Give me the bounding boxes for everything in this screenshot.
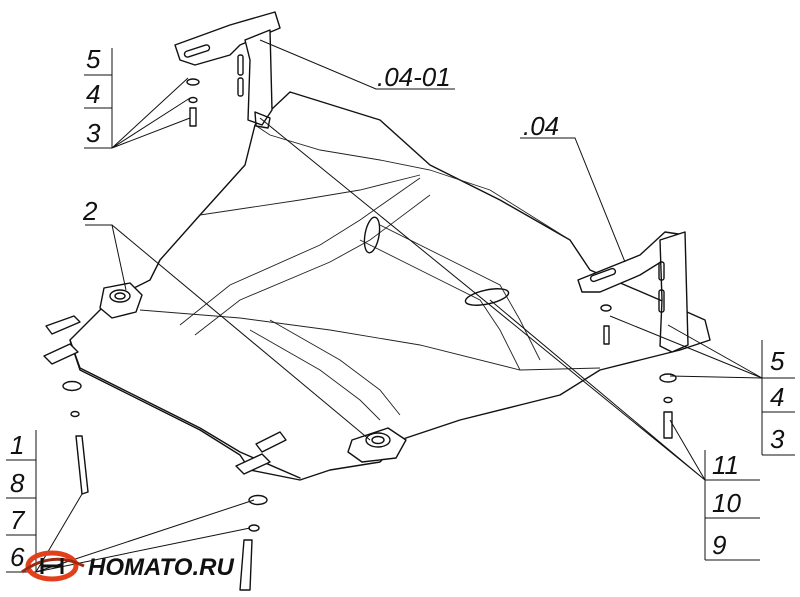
label-2: 2	[82, 196, 98, 226]
bracket-04-01	[174, 11, 281, 129]
label-right-bottom-10: 10	[712, 488, 741, 518]
bracket-04	[577, 231, 689, 353]
fasteners-left-top	[186, 78, 200, 127]
label-right-5: 5	[770, 346, 785, 376]
label-left-top-5: 5	[86, 44, 101, 74]
label-04-01: .04-01	[377, 62, 451, 92]
label-left-bottom-1: 1	[10, 430, 24, 460]
label-right-3: 3	[770, 424, 785, 454]
label-left-top-3: 3	[86, 118, 101, 148]
part-labels: .04-01 .04 2 5 4 3 5 4 3 11 10 9 1 8 7 6	[10, 44, 785, 572]
rear-mount	[347, 427, 407, 463]
label-right-bottom-11: 11	[712, 450, 739, 480]
label-left-bottom-7: 7	[10, 505, 26, 535]
logo-text: HOMATO.RU	[88, 554, 234, 581]
homato-logo: HOMATO.RU	[21, 550, 234, 582]
logo-emblem-icon	[21, 550, 85, 582]
label-right-bottom-9: 9	[712, 530, 726, 560]
label-04: .04	[523, 111, 559, 141]
front-mount-left	[99, 282, 143, 319]
skid-plate	[69, 91, 711, 481]
fasteners-right	[600, 304, 677, 439]
label-right-4: 4	[770, 382, 784, 412]
label-left-bottom-8: 8	[10, 468, 25, 498]
leader-lines	[6, 39, 795, 573]
mounting-tabs	[43, 315, 287, 475]
label-left-top-4: 4	[86, 79, 100, 109]
fasteners-left-bottom	[62, 380, 268, 591]
label-left-bottom-6: 6	[10, 542, 25, 572]
